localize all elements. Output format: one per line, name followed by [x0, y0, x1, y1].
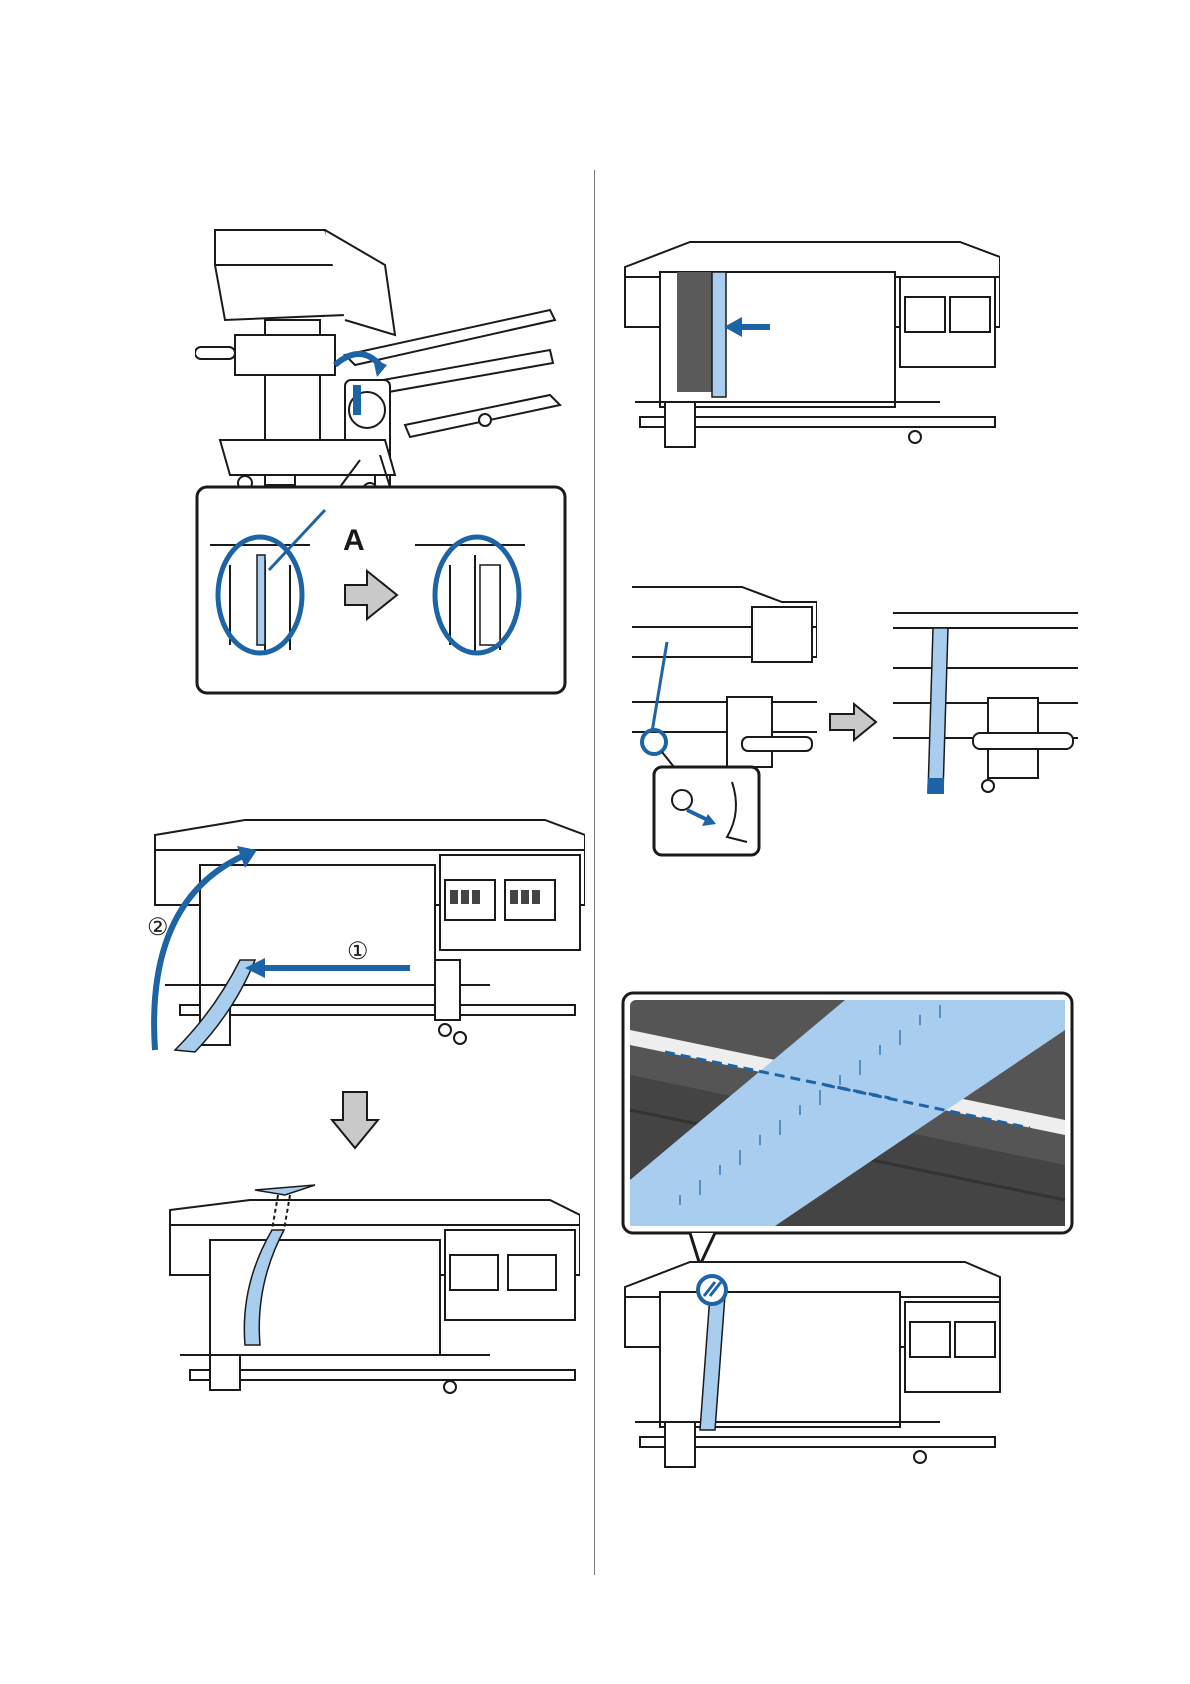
figure-tape-routing	[145, 810, 585, 1060]
figure-tape-scale-alignment	[620, 990, 1075, 1480]
figure-tape-end-before	[632, 582, 817, 862]
step-label-2: ②	[147, 913, 169, 942]
callout-label-a: A	[343, 524, 365, 558]
tape-routing-illustration	[145, 810, 585, 1060]
tape-align-left-illustration	[620, 232, 1000, 462]
figure-spindle-lever	[195, 225, 570, 700]
figure-tape-align-left	[620, 232, 1000, 462]
column-divider	[594, 170, 595, 1575]
step-label-1: ①	[347, 937, 369, 966]
magnifier-callout-icon	[698, 1276, 726, 1304]
tape-end-after-illustration	[893, 608, 1078, 808]
figure-tape-vertical	[160, 1175, 580, 1400]
arrow-down-icon	[330, 1090, 380, 1150]
tape-vertical-illustration	[160, 1175, 580, 1400]
tape-end-before-illustration	[632, 582, 817, 862]
tape-scale-alignment-illustration	[620, 990, 1075, 1480]
spindle-lever-illustration	[195, 225, 570, 700]
figure-tape-end-after	[893, 608, 1078, 808]
arrow-right-icon	[828, 702, 878, 742]
